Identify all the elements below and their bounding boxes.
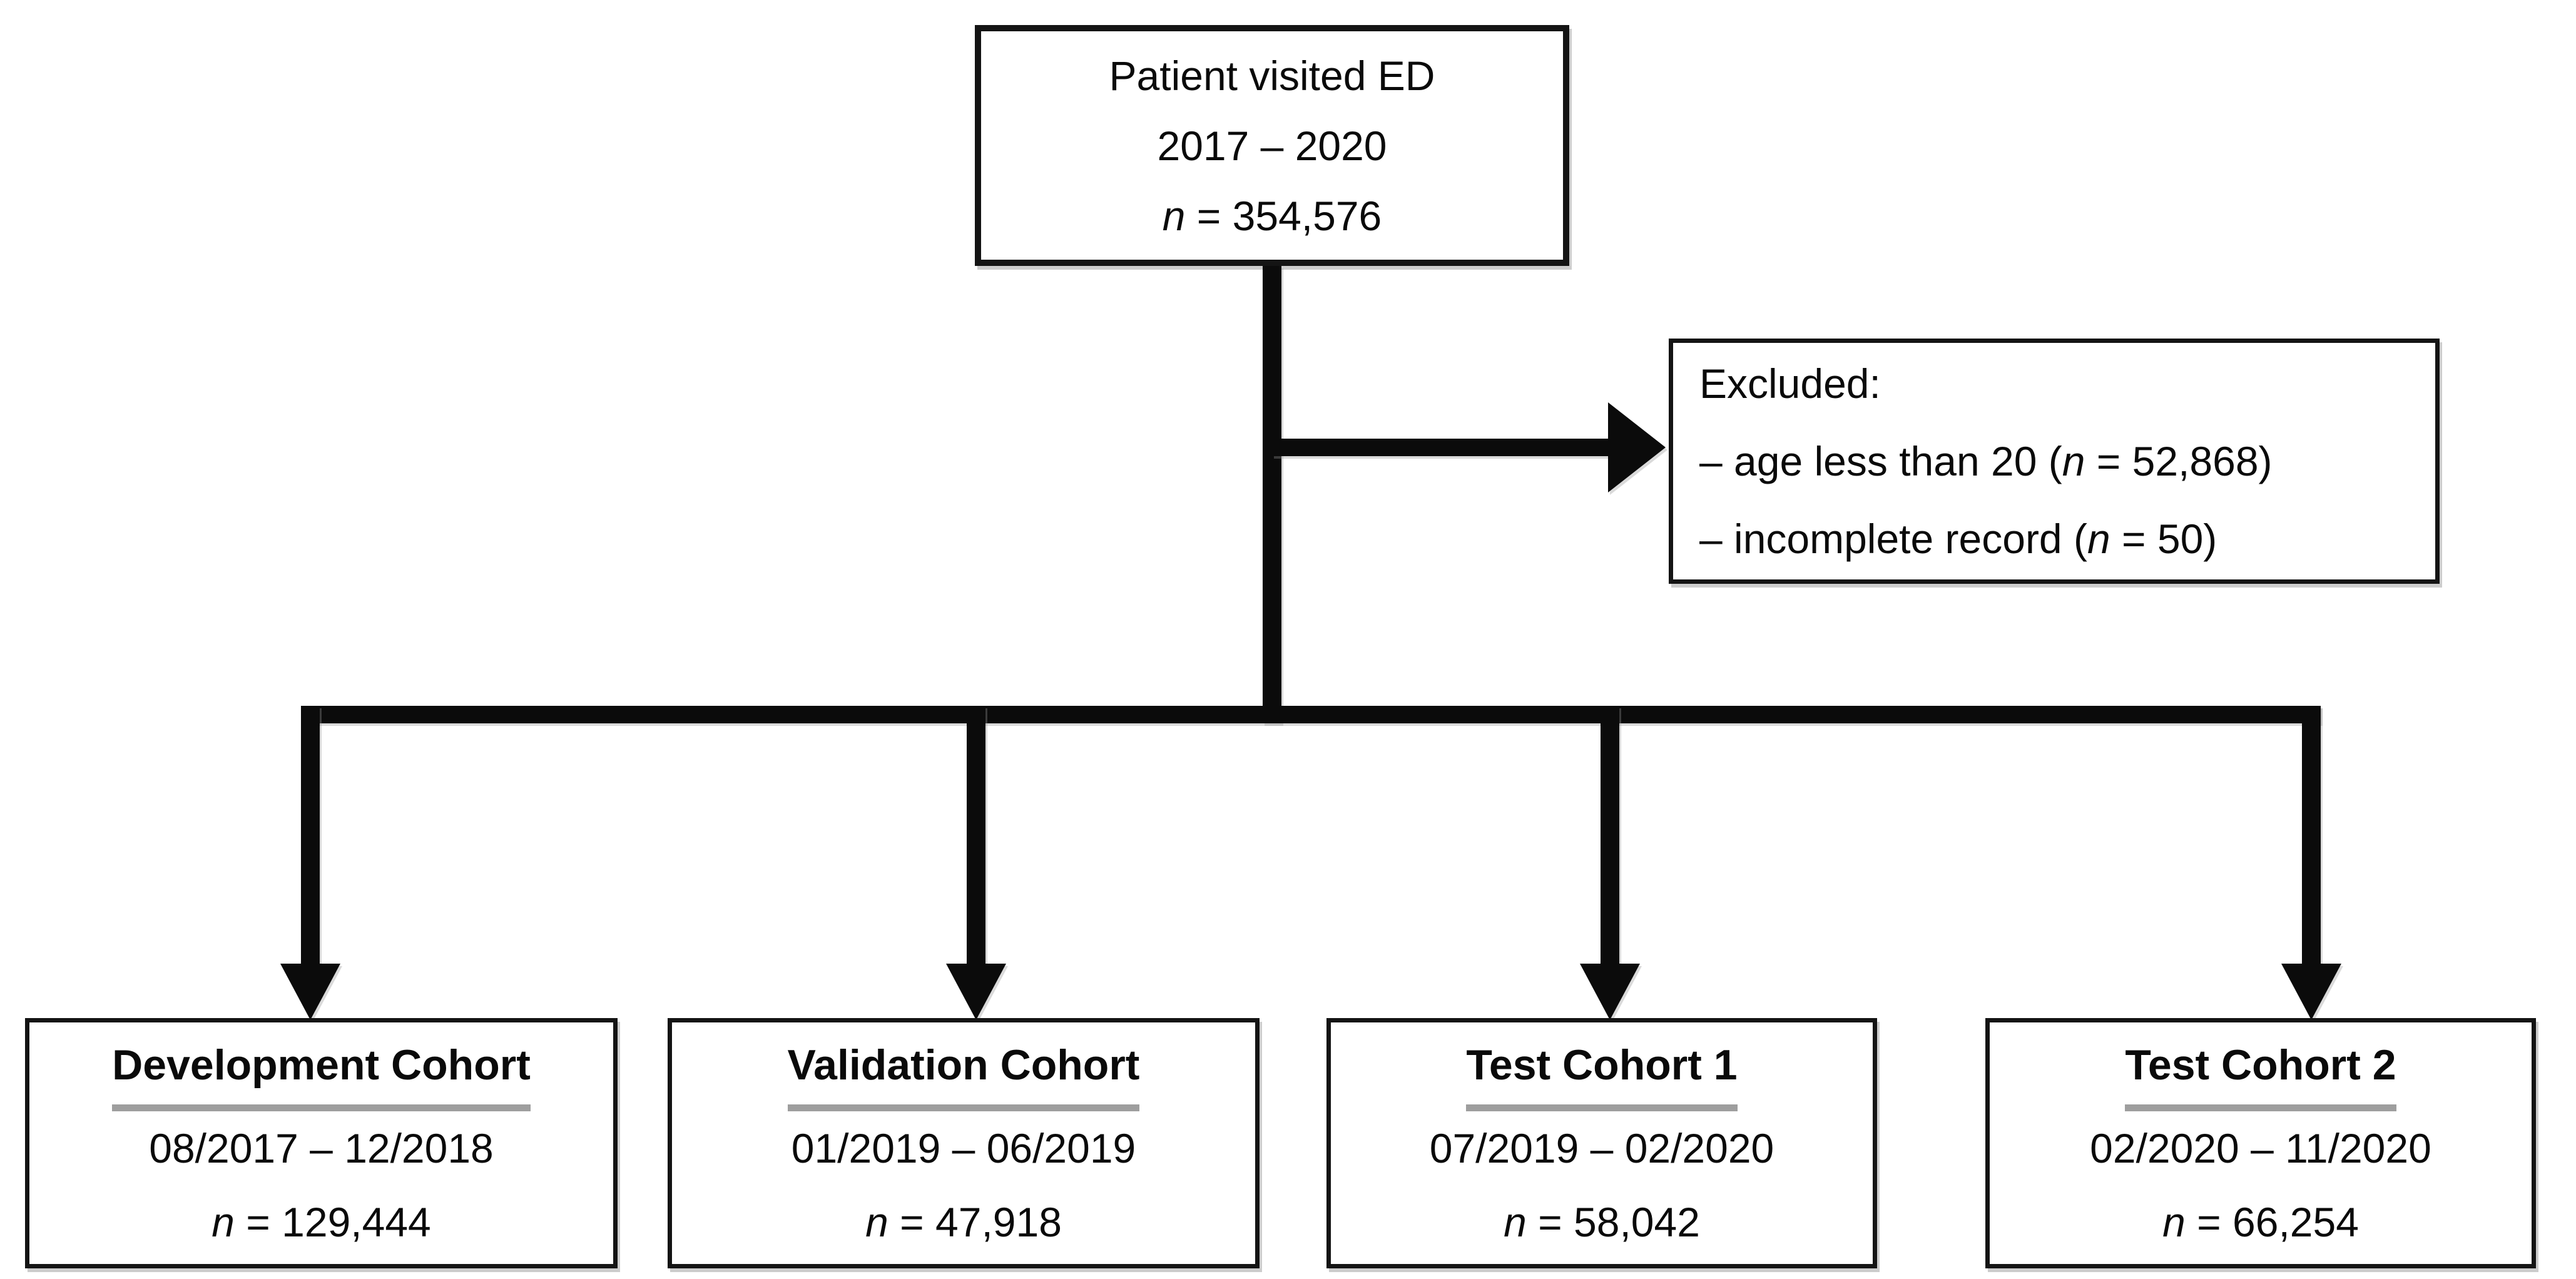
cohort-n-line: n = 58,042 (1504, 1185, 1700, 1259)
cohort-n-line: n = 66,254 (2162, 1185, 2359, 1259)
n-value: = 129,444 (234, 1198, 431, 1245)
excluded-box: Excluded: – age less than 20 (n = 52,868… (1669, 339, 2440, 584)
cohort-title: Test Cohort 1 (1466, 1028, 1738, 1111)
n-value: = 66,254 (2185, 1198, 2359, 1245)
cohort-box-test-1: Test Cohort 1 07/2019 – 02/2020 n = 58,0… (1326, 1018, 1877, 1268)
excluded-title: Excluded: (1699, 360, 1881, 407)
n-value: = 58,042 (1526, 1198, 1700, 1245)
trunk-connector-line (1263, 266, 1281, 723)
cohort-box-test-2: Test Cohort 2 02/2020 – 11/2020 n = 66,2… (1985, 1018, 2536, 1268)
down-arrow-shaft-test1 (1601, 706, 1619, 966)
n-symbol: n (2087, 516, 2110, 562)
cohort-title: Validation Cohort (787, 1028, 1140, 1111)
excluded-item-count: = 50) (2110, 516, 2217, 562)
cohort-title: Test Cohort 2 (2125, 1028, 2396, 1111)
cohort-period: 01/2019 – 06/2019 (791, 1124, 1136, 1171)
n-symbol: n (865, 1198, 888, 1245)
excluded-item: – incomplete record (n = 50) (1699, 500, 2217, 578)
n-symbol: n (2162, 1198, 2186, 1245)
cohort-period: 08/2017 – 12/2018 (149, 1124, 494, 1171)
top-box-period: 2017 – 2020 (1157, 122, 1387, 169)
down-arrow-shaft-validation (967, 706, 985, 966)
excluded-item-text: – age less than 20 ( (1699, 438, 2062, 484)
n-symbol: n (211, 1198, 235, 1245)
down-arrow-shaft-test2 (2302, 706, 2321, 966)
cohort-n-line: n = 47,918 (865, 1185, 1062, 1259)
cohort-box-development: Development Cohort 08/2017 – 12/2018 n =… (25, 1018, 618, 1268)
distribution-line (301, 706, 2321, 723)
n-symbol: n (1504, 1198, 1527, 1245)
n-value: = 47,918 (888, 1198, 1062, 1245)
cohort-title: Development Cohort (112, 1028, 531, 1111)
cohort-box-validation: Validation Cohort 01/2019 – 06/2019 n = … (668, 1018, 1260, 1268)
arrow-down-icon (1580, 964, 1640, 1020)
arrow-down-icon (2281, 964, 2341, 1020)
excluded-item-text: – incomplete record ( (1699, 516, 2087, 562)
cohort-n-line: n = 129,444 (211, 1185, 431, 1259)
top-box-n-line: n = 354,576 (1163, 181, 1382, 251)
n-symbol: n (2062, 438, 2085, 484)
cohort-period: 02/2020 – 11/2020 (2090, 1124, 2431, 1171)
excluded-item: – age less than 20 (n = 52,868) (1699, 422, 2273, 500)
excluded-branch-line (1272, 439, 1610, 456)
cohort-period: 07/2019 – 02/2020 (1429, 1124, 1774, 1171)
n-symbol: n (1162, 192, 1186, 239)
arrow-right-icon (1608, 402, 1666, 492)
top-box-line1: Patient visited ED (1109, 52, 1435, 99)
excluded-item-count: = 52,868) (2085, 438, 2273, 484)
arrow-down-icon (946, 964, 1006, 1020)
n-value: = 354,576 (1185, 192, 1382, 239)
down-arrow-shaft-development (301, 706, 320, 966)
top-box-patient-visited-ed: Patient visited ED 2017 – 2020 n = 354,5… (975, 25, 1569, 266)
arrow-down-icon (280, 964, 340, 1020)
